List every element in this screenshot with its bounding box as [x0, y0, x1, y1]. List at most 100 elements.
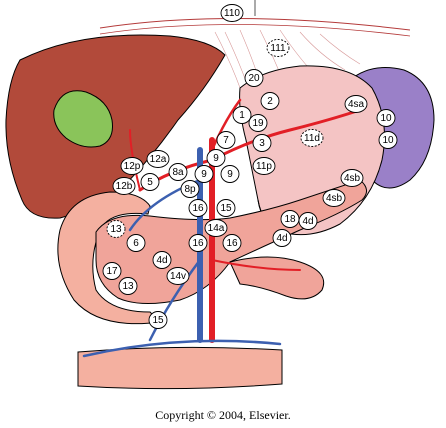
lymph-node-11d: 11d [300, 129, 324, 147]
lymph-node-label: 7 [223, 135, 229, 146]
lymph-node-19: 19 [248, 114, 268, 132]
lymph-node-label: 3 [259, 138, 265, 149]
lymph-node-6: 6 [126, 234, 146, 252]
lymph-node-20: 20 [244, 69, 264, 87]
lymph-node-18: 18 [280, 210, 300, 228]
lymph-node-17: 17 [102, 262, 122, 280]
lymph-node-label: 10 [380, 113, 392, 124]
lymph-node-12p: 12p [120, 157, 144, 175]
lymph-node-label: 12a [150, 154, 167, 165]
lymph-node-4d: 4d [298, 212, 318, 230]
copyright-text: Copyright © 2004, Elsevier. [155, 408, 291, 422]
lymph-node-label: 4sb [326, 193, 343, 204]
lymph-node-circle [222, 234, 242, 252]
lymph-node-label: 12b [116, 181, 133, 192]
lymph-node-circle [252, 157, 276, 175]
lymph-node-label: 12p [124, 161, 141, 172]
gallbladder [53, 90, 113, 148]
lymph-node-4sb: 4sb [322, 189, 346, 207]
lymph-node-label: 8a [172, 167, 184, 178]
lymph-node-circle [252, 134, 272, 152]
lymph-node-circle [102, 262, 122, 280]
lymph-node-label: 111 [270, 43, 286, 54]
lymph-node-circle [376, 109, 396, 127]
lymph-node-12b: 12b [112, 177, 136, 195]
lymph-node-label: 4d [276, 233, 287, 244]
lymph-node-circle [344, 95, 368, 113]
lymph-node-circle [168, 163, 188, 181]
lymph-node-label: 6 [133, 238, 139, 249]
lymph-node-label: 19 [252, 118, 264, 129]
jejunum [229, 256, 325, 300]
lymph-node-label: 11p [256, 161, 272, 172]
lymph-node-circle [216, 131, 236, 149]
lymph-node-14v: 14v [166, 267, 190, 285]
lymph-node-13: 13 [118, 277, 138, 295]
lymph-node-circle [188, 234, 208, 252]
lymph-node-label: 13 [110, 224, 122, 235]
lymph-node-circle [340, 169, 364, 187]
lymph-node-1: 1 [232, 106, 252, 124]
lymph-node-circle [166, 267, 190, 285]
lymph-node-label: 16 [192, 203, 204, 214]
lymph-node-label: 15 [152, 315, 164, 326]
lymph-node-label: 9 [213, 153, 219, 164]
lymph-node-5: 5 [140, 173, 160, 191]
lymph-node-label: 8p [184, 184, 196, 195]
lymph-node-label: 11d [304, 133, 320, 144]
lymph-node-7: 7 [216, 131, 236, 149]
lymph-node-8p: 8p [180, 180, 200, 198]
lymph-node-label: 4d [156, 255, 167, 266]
lymph-node-9: 9 [206, 149, 226, 167]
lymph-node-14a: 14a [204, 219, 228, 237]
lymph-node-circle [120, 157, 144, 175]
lymph-node-label: 9 [227, 169, 233, 180]
lymph-node-circle [112, 177, 136, 195]
lymph-node-15: 15 [148, 311, 168, 329]
lymph-node-circle [180, 180, 200, 198]
lymph-node-label: 20 [248, 73, 260, 84]
lymph-node-circle [146, 150, 170, 168]
lymph-node-12a: 12a [146, 150, 170, 168]
lymph-node-circle [378, 131, 398, 149]
lymph-node-circle [118, 277, 138, 295]
lymph-node-16: 16 [222, 234, 242, 252]
lymph-node-circle [188, 199, 208, 217]
lymph-node-4sb: 4sb [340, 169, 364, 187]
lymph-node-circle [322, 189, 346, 207]
lymph-node-circle [204, 219, 228, 237]
lymph-node-circle [140, 173, 160, 191]
lymph-node-111: 111 [266, 39, 290, 57]
lymph-node-110: 110 [220, 4, 244, 22]
lymph-node-10: 10 [376, 109, 396, 127]
lymph-node-11p: 11p [252, 157, 276, 175]
lymph-node-circle [298, 212, 318, 230]
lymph-node-label: 14a [208, 223, 225, 234]
lymph-node-label: 13 [122, 281, 134, 292]
lymph-node-16: 16 [188, 199, 208, 217]
lymph-node-label: 2 [267, 96, 273, 107]
lymph-node-label: 18 [284, 214, 296, 225]
lymph-node-label: 10 [382, 135, 394, 146]
lymph-node-15: 15 [216, 199, 236, 217]
lymph-node-circle [248, 114, 268, 132]
lymph-node-circle [232, 106, 252, 124]
lymph-node-label: 17 [106, 266, 118, 277]
lymph-node-circle [272, 229, 292, 247]
lymph-node-4d: 4d [152, 251, 172, 269]
lymph-node-label: 15 [220, 203, 232, 214]
lymph-node-4d: 4d [272, 229, 292, 247]
lymph-node-circle [106, 220, 126, 238]
lymph-node-3: 3 [252, 134, 272, 152]
lymph-node-circle [220, 4, 244, 22]
lymph-node-circle [244, 69, 264, 87]
lymph-node-circle [152, 251, 172, 269]
lymph-node-circle [194, 165, 214, 183]
lymph-node-9: 9 [220, 165, 240, 183]
lymph-node-label: 110 [224, 8, 240, 19]
lymph-node-label: 1 [239, 110, 245, 121]
lymph-node-10: 10 [378, 131, 398, 149]
transverse-colon [77, 346, 283, 390]
